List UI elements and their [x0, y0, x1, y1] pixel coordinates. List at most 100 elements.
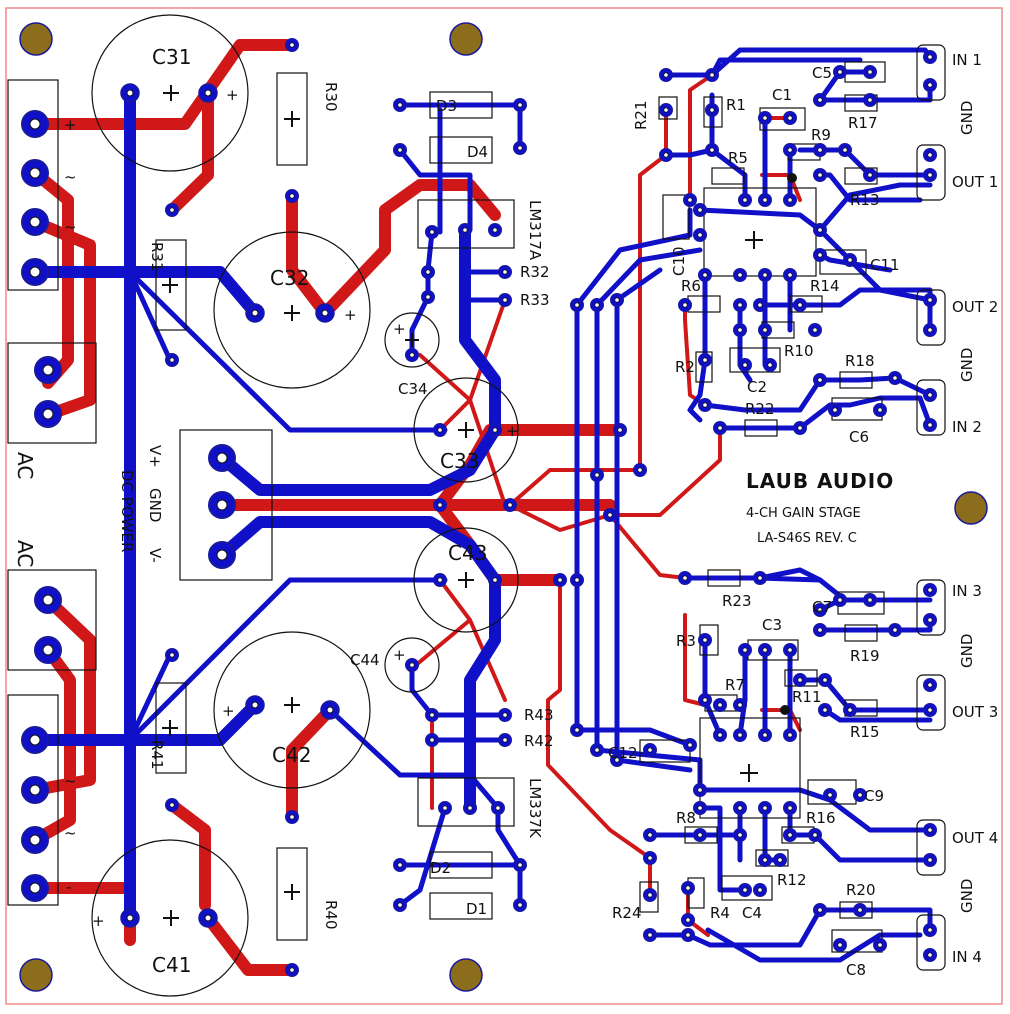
pad: [927, 54, 933, 60]
label-r30: R30: [322, 82, 340, 112]
pad: [326, 706, 334, 714]
pad: [289, 814, 295, 820]
pad: [927, 857, 933, 863]
pad: [702, 402, 708, 408]
pad: [397, 902, 403, 908]
pad: [687, 197, 693, 203]
pad: [817, 377, 823, 383]
pad: [169, 802, 175, 808]
pad: [614, 297, 620, 303]
pad: [762, 197, 768, 203]
mark-plus-top: +: [64, 116, 77, 134]
pad: [647, 855, 653, 861]
pad: [709, 72, 715, 78]
res-r30-outline: [276, 72, 308, 166]
label-r4: R4: [710, 904, 730, 922]
label-r2: R2: [675, 358, 695, 376]
opamp-u2-outline: [699, 717, 801, 819]
pad: [832, 407, 838, 413]
cap-c31-outline: [91, 14, 249, 172]
pad: [685, 917, 691, 923]
mount-hole-tm: [449, 22, 483, 56]
pad: [927, 827, 933, 833]
label-c32: C32: [270, 266, 309, 290]
res-r40-outline: [276, 847, 308, 941]
pad: [737, 832, 743, 838]
mark-plus-c33: +: [506, 422, 519, 440]
label-out3: OUT 3: [952, 703, 998, 721]
pad: [837, 69, 843, 75]
pad: [762, 805, 768, 811]
label-c34: C34: [398, 380, 428, 398]
label-ac-bot: AC: [13, 540, 37, 567]
mark-plus-c44: +: [393, 646, 406, 664]
label-c12: C12: [608, 744, 638, 762]
label-r32: R32: [520, 263, 550, 281]
pad: [877, 942, 883, 948]
pad: [817, 147, 823, 153]
pad: [682, 302, 688, 308]
pad: [697, 805, 703, 811]
pad: [867, 172, 873, 178]
pad: [437, 502, 443, 508]
silkscreen-outlines: [7, 14, 946, 997]
mark-plus-c32: +: [344, 306, 357, 324]
pad: [837, 942, 843, 948]
pad: [927, 707, 933, 713]
pad: [817, 607, 823, 613]
mark-minus-bot: -: [66, 878, 71, 896]
pad: [204, 89, 212, 97]
pad: [787, 197, 793, 203]
label-r22: R22: [745, 400, 775, 418]
diode-d3-outline: [429, 91, 493, 119]
pad: [797, 302, 803, 308]
pad: [289, 42, 295, 48]
res-r31-outline: [155, 239, 187, 331]
label-r13: R13: [850, 191, 880, 209]
pad: [842, 147, 848, 153]
pad: [797, 425, 803, 431]
diode-d1-outline: [429, 892, 493, 920]
pad: [685, 932, 691, 938]
label-r3: R3: [676, 632, 696, 650]
label-ac-top: AC: [13, 452, 37, 479]
pad: [647, 892, 653, 898]
label-c8: C8: [846, 961, 866, 979]
pad: [757, 302, 763, 308]
pad: [787, 272, 793, 278]
label-out1: OUT 1: [952, 173, 998, 191]
pad: [892, 375, 898, 381]
pad: [467, 805, 473, 811]
pad: [169, 652, 175, 658]
pad: [647, 832, 653, 838]
label-in1: IN 1: [952, 51, 982, 69]
pad: [927, 172, 933, 178]
pad: [857, 907, 863, 913]
pad: [507, 502, 513, 508]
label-c41: C41: [152, 953, 191, 977]
pad: [822, 677, 828, 683]
product-name: 4-CH GAIN STAGE: [746, 506, 861, 521]
label-c1: C1: [772, 86, 792, 104]
pad: [787, 732, 793, 738]
pad: [787, 147, 793, 153]
label-in4: IN 4: [952, 948, 982, 966]
pad: [647, 747, 653, 753]
pad: [42, 364, 54, 376]
pad: [637, 467, 643, 473]
label-r23: R23: [722, 592, 752, 610]
label-r14: R14: [810, 277, 840, 295]
pad: [757, 575, 763, 581]
pad: [502, 737, 508, 743]
cap-c41-outline: [91, 839, 249, 997]
pad: [321, 309, 329, 317]
label-c2: C2: [747, 378, 767, 396]
pad: [702, 272, 708, 278]
label-r19: R19: [850, 647, 880, 665]
label-r17: R17: [848, 114, 878, 132]
pad: [797, 677, 803, 683]
pad: [927, 152, 933, 158]
label-d3: D3: [436, 97, 457, 115]
pad: [777, 857, 783, 863]
pad: [867, 69, 873, 75]
